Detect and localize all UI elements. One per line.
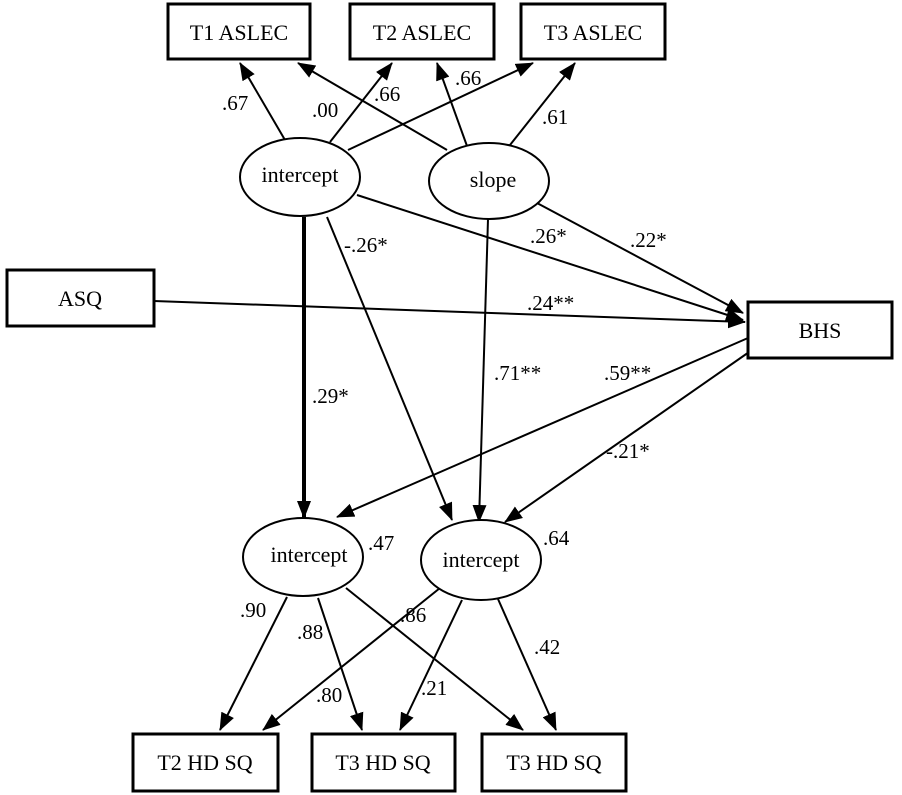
- edge-slope-to-t3-aslec: [509, 62, 576, 146]
- coef-intercept-to-left-intercept: .29*: [312, 384, 349, 408]
- node-t3-hd-sq-b: T3 HD SQ: [480, 732, 628, 793]
- node-t3-hd-sq-a: T3 HD SQ: [310, 732, 457, 793]
- t2-aslec-label: T2 ASLEC: [373, 20, 471, 45]
- coef-left-to-t3-hd-sq-a: .88: [297, 620, 323, 644]
- slope-top-label: slope: [470, 167, 516, 192]
- coef-slope-to-right-intercept: .71**: [494, 361, 541, 385]
- edge-asq-to-bhs: [153, 300, 746, 329]
- intercept-top-label: intercept: [262, 162, 339, 187]
- coef-bhs-to-right-intercept: -.21*: [606, 439, 650, 463]
- t3-hd-sq-a-label: T3 HD SQ: [335, 750, 430, 775]
- coef-bhs-to-left-intercept: .59**: [604, 361, 651, 385]
- edges: [153, 62, 753, 731]
- edge-bhs-to-right-intercept: [504, 349, 753, 523]
- node-intercept-bottom-left: intercept: [242, 517, 364, 597]
- edge-intercept-to-bhs: [356, 194, 744, 322]
- t1-aslec-label: T1 ASLEC: [190, 20, 288, 45]
- node-asq: ASQ: [5, 268, 156, 328]
- bhs-label: BHS: [799, 318, 842, 343]
- node-t1-aslec: T1 ASLEC: [166, 2, 312, 61]
- edge-right-to-t2-hd-sq: [262, 587, 441, 731]
- t2-hd-sq-label: T2 HD SQ: [157, 750, 252, 775]
- coef-right-to-t3-hd-sq-b: .42: [534, 635, 560, 659]
- coef-left-to-t2-hd-sq: .90: [240, 598, 266, 622]
- edge-intercept-to-t2-aslec: [329, 62, 393, 143]
- t3-hd-sq-b-label: T3 HD SQ: [506, 750, 601, 775]
- coef-slope-to-t2: .66: [455, 66, 481, 90]
- edge-right-to-t3-hd-sq-b: [497, 598, 557, 731]
- node-t3-aslec: T3 ASLEC: [519, 2, 667, 61]
- coef-right-to-t2-hd-sq: .80: [316, 683, 342, 707]
- coef-intercept-to-bhs: .26*: [530, 224, 567, 248]
- edge-left-to-t3-hd-sq-a: [317, 597, 364, 731]
- intercept-bottom-left-label: intercept: [271, 542, 348, 567]
- coef-right-intercept-residual: .64: [543, 526, 570, 550]
- edge-intercept-to-right-intercept: [326, 216, 453, 521]
- coef-intercept-to-right-intercept: -.26*: [344, 233, 388, 257]
- coef-left-to-t3-hd-sq-b: .86: [400, 603, 426, 627]
- coef-asq-to-bhs: .24**: [527, 291, 574, 315]
- node-intercept-bottom-right: intercept: [420, 519, 542, 601]
- coef-intercept-to-t2: .66: [374, 82, 400, 106]
- coef-intercept-to-t1: .67: [222, 91, 248, 115]
- coef-right-to-t3-hd-sq-a: .21: [421, 676, 447, 700]
- edge-slope-to-right-intercept: [472, 218, 489, 523]
- edge-right-to-t3-hd-sq-a: [399, 599, 463, 731]
- node-intercept-top: intercept: [239, 137, 361, 217]
- intercept-bottom-right-label: intercept: [443, 547, 520, 572]
- node-t2-aslec: T2 ASLEC: [348, 2, 496, 61]
- coef-slope-to-bhs: .22*: [630, 228, 667, 252]
- node-slope-top: slope: [428, 142, 550, 220]
- edge-slope-to-t1-aslec: [297, 62, 448, 151]
- edge-intercept-to-t3-aslec: [347, 62, 534, 151]
- coefficient-labels: .67 .00 .66 .66 .61 .26* .22* -.26* .24*…: [222, 66, 667, 707]
- edge-bhs-to-left-intercept: [336, 337, 749, 518]
- node-t2-hd-sq: T2 HD SQ: [131, 732, 280, 793]
- edge-left-to-t2-hd-sq: [219, 596, 288, 731]
- t3-aslec-label: T3 ASLEC: [544, 20, 642, 45]
- coef-left-intercept-residual: .47: [368, 531, 394, 555]
- asq-label: ASQ: [58, 286, 102, 311]
- edge-slope-to-t2-aslec: [436, 62, 468, 147]
- node-bhs: BHS: [746, 300, 894, 360]
- coef-slope-to-t1: .00: [312, 98, 338, 122]
- coef-slope-to-t3: .61: [542, 105, 568, 129]
- edge-slope-to-bhs: [536, 202, 744, 314]
- edge-intercept-to-t1-aslec: [239, 62, 286, 141]
